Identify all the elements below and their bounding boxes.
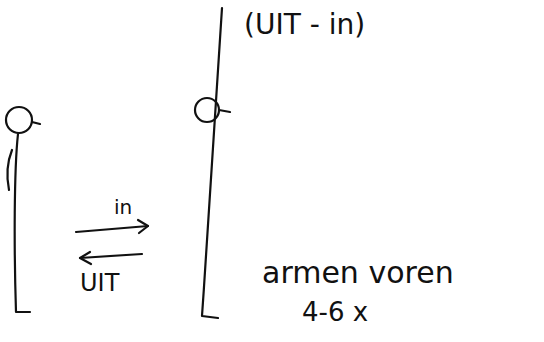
- figure-arm: [8, 150, 12, 190]
- arrow-label: UIT: [80, 270, 119, 296]
- stretched-figure-body: [202, 8, 222, 318]
- figure-head: [6, 107, 32, 133]
- figure-body: [15, 134, 30, 312]
- figure-nose: [32, 122, 40, 124]
- arrow-label: in: [114, 196, 132, 218]
- uit-arrow: [80, 254, 142, 258]
- in-arrow: [76, 226, 148, 232]
- in-arrow-head: [138, 220, 148, 233]
- stretched-figure-head: [195, 98, 219, 122]
- breathing-note: (UIT - in): [244, 10, 365, 41]
- stretched-figure-nose: [219, 110, 230, 112]
- repetition-note: 4-6 x: [302, 298, 368, 327]
- exercise-note: armen voren: [262, 256, 454, 289]
- uit-arrow-head: [80, 252, 91, 264]
